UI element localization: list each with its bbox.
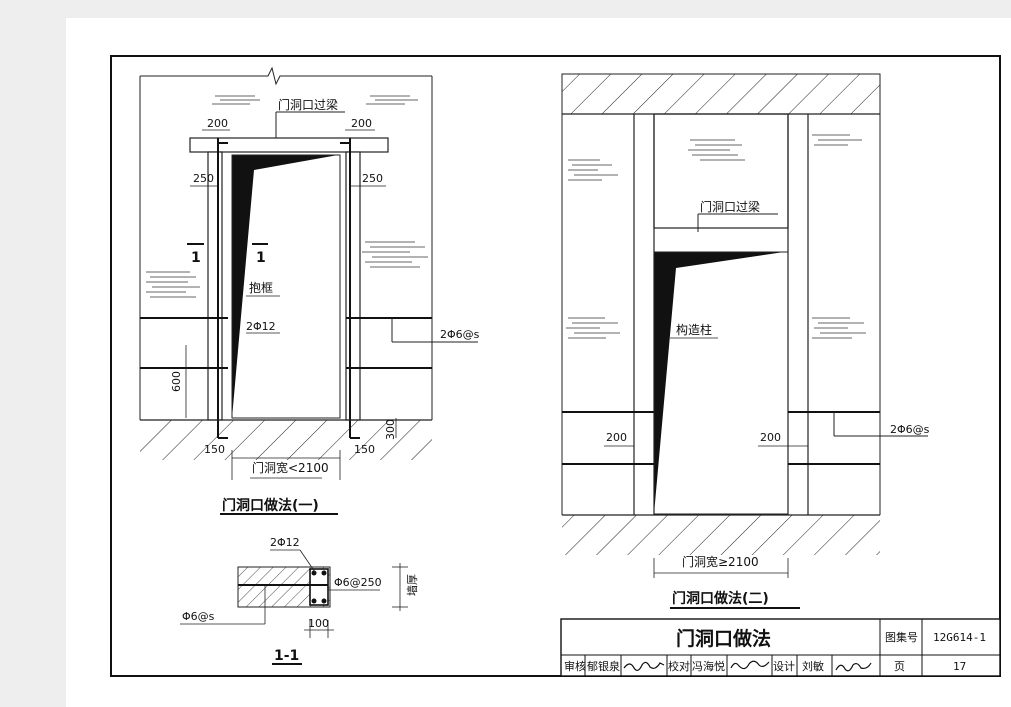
dim-100: 100 bbox=[308, 617, 329, 630]
left-elevation bbox=[139, 66, 478, 515]
sheet-border bbox=[110, 55, 1001, 677]
frame-label: 抱框 bbox=[249, 280, 273, 295]
left-lintel-label: 门洞口过梁 bbox=[278, 97, 338, 112]
page-label: 页 bbox=[894, 660, 905, 673]
left-rebar-label: 2Φ12 bbox=[246, 320, 276, 333]
right-dim-200-b: 200 bbox=[760, 431, 781, 444]
review-label: 审核 bbox=[564, 659, 586, 673]
left-dim-200-a: 200 bbox=[207, 117, 228, 130]
design-label: 设计 bbox=[773, 660, 795, 673]
atlas-label: 图集号 bbox=[885, 630, 918, 644]
right-tie-label: 2Φ6@s bbox=[890, 423, 930, 436]
page-number: 17 bbox=[953, 660, 966, 673]
left-dim-250-a: 250 bbox=[193, 172, 214, 185]
drawing-sheet: 门洞口过梁 200 200 250 250 1 1 抱框 2Φ12 2Φ6@s … bbox=[66, 18, 1011, 707]
left-width-label: 门洞宽<2100 bbox=[252, 460, 329, 475]
right-elevation bbox=[561, 73, 928, 609]
right-dim-200-a: 200 bbox=[606, 431, 627, 444]
stirrup-label: Φ6@250 bbox=[334, 576, 382, 589]
left-dim-150-a: 150 bbox=[204, 443, 225, 456]
title-block-title: 门洞口做法 bbox=[676, 627, 771, 650]
right-lintel-label: 门洞口过梁 bbox=[700, 199, 760, 214]
left-title: 门洞口做法(一) bbox=[222, 497, 319, 514]
reviewer-name: 郁银泉 bbox=[587, 659, 620, 673]
section-rebar-label: 2Φ12 bbox=[270, 536, 300, 549]
dim-600: 600 bbox=[170, 371, 183, 392]
dim-300: 300 bbox=[384, 419, 397, 440]
reviewer-signature bbox=[623, 661, 665, 671]
construction-drawing: 门洞口过梁 200 200 250 250 1 1 抱框 2Φ12 2Φ6@s … bbox=[110, 55, 1001, 677]
section-tie-label: Φ6@s bbox=[182, 610, 215, 623]
checker-name: 冯海悦 bbox=[692, 659, 725, 673]
section-mark-a: 1 bbox=[191, 250, 201, 266]
left-tie-label: 2Φ6@s bbox=[440, 328, 480, 341]
section-mark-b: 1 bbox=[256, 250, 266, 266]
column-label: 构造柱 bbox=[676, 322, 712, 337]
designer-name: 刘敏 bbox=[802, 659, 824, 673]
left-dim-250-b: 250 bbox=[362, 172, 383, 185]
atlas-number: 12G614-1 bbox=[933, 631, 986, 644]
section-1-1 bbox=[180, 549, 408, 665]
title-block bbox=[560, 618, 1001, 677]
right-width-label: 门洞宽≥2100 bbox=[682, 554, 759, 569]
checker-signature bbox=[730, 660, 770, 670]
left-dim-150-b: 150 bbox=[354, 443, 375, 456]
check-label: 校对 bbox=[668, 659, 690, 673]
wall-thickness-label: 墙厚 bbox=[405, 574, 419, 596]
section-title: 1-1 bbox=[274, 648, 299, 664]
right-title: 门洞口做法(二) bbox=[672, 590, 769, 607]
designer-signature bbox=[835, 662, 872, 672]
left-dim-200-b: 200 bbox=[351, 117, 372, 130]
